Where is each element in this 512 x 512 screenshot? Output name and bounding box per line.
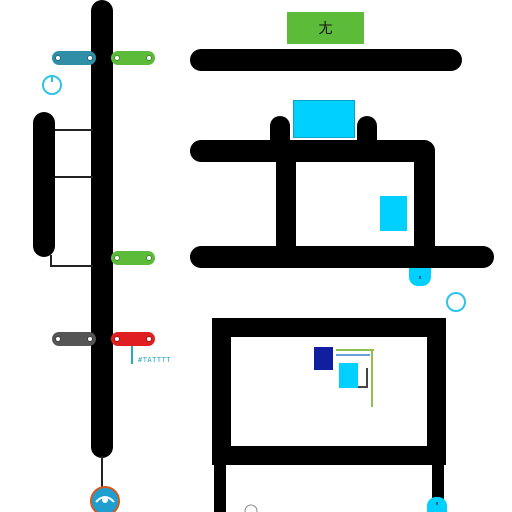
- connector-line: [55, 176, 93, 178]
- toggle-knob: [88, 337, 92, 341]
- guide-line-vertical: [371, 349, 373, 407]
- refresh-icon[interactable]: [40, 73, 64, 97]
- toggle-knob: [147, 256, 151, 260]
- middle-horizontal-bar: [190, 140, 435, 162]
- connector-line: [50, 255, 52, 267]
- content-panel: [212, 318, 446, 465]
- left-short-bar: [33, 112, 55, 257]
- cyan-block-small[interactable]: [339, 363, 358, 388]
- small-circle-icon: [244, 504, 258, 512]
- node-icon[interactable]: [409, 268, 431, 286]
- guide-line: [336, 349, 374, 351]
- toggle-knob: [147, 337, 151, 341]
- node-icon-bottom[interactable]: [427, 497, 447, 512]
- frame-right-post: [414, 140, 435, 260]
- toggle-red[interactable]: [111, 332, 155, 346]
- connector-line: [50, 265, 93, 267]
- circle-icon[interactable]: [444, 290, 468, 314]
- lower-horizontal-bar: [190, 246, 494, 268]
- top-horizontal-bar: [190, 49, 462, 71]
- toggle-gray[interactable]: [52, 332, 96, 346]
- cyan-block[interactable]: [380, 196, 407, 231]
- toggle-knob: [115, 56, 119, 60]
- marker-line: [131, 346, 133, 364]
- guide-line: [358, 386, 368, 388]
- small-caption: #TATTTT: [138, 356, 172, 364]
- panel-leg-left: [214, 462, 226, 512]
- toggle-knob: [115, 337, 119, 341]
- toggle-knob: [56, 56, 60, 60]
- toggle-green-mid[interactable]: [111, 251, 155, 265]
- frame-left-post: [276, 140, 296, 260]
- header-badge[interactable]: 尢: [287, 12, 364, 44]
- cyan-header-block[interactable]: [293, 100, 355, 138]
- toggle-knob: [56, 337, 60, 341]
- toggle-knob: [147, 56, 151, 60]
- toggle-teal[interactable]: [52, 51, 96, 65]
- navy-block[interactable]: [314, 347, 333, 370]
- connector-line: [55, 129, 93, 131]
- toggle-knob: [88, 56, 92, 60]
- app-logo-icon[interactable]: [88, 486, 122, 512]
- toggle-knob: [115, 256, 119, 260]
- guide-line-vertical: [366, 368, 368, 388]
- guide-line: [336, 354, 370, 356]
- left-spine: [91, 0, 113, 458]
- connector-line: [101, 456, 103, 488]
- toggle-green-top[interactable]: [111, 51, 155, 65]
